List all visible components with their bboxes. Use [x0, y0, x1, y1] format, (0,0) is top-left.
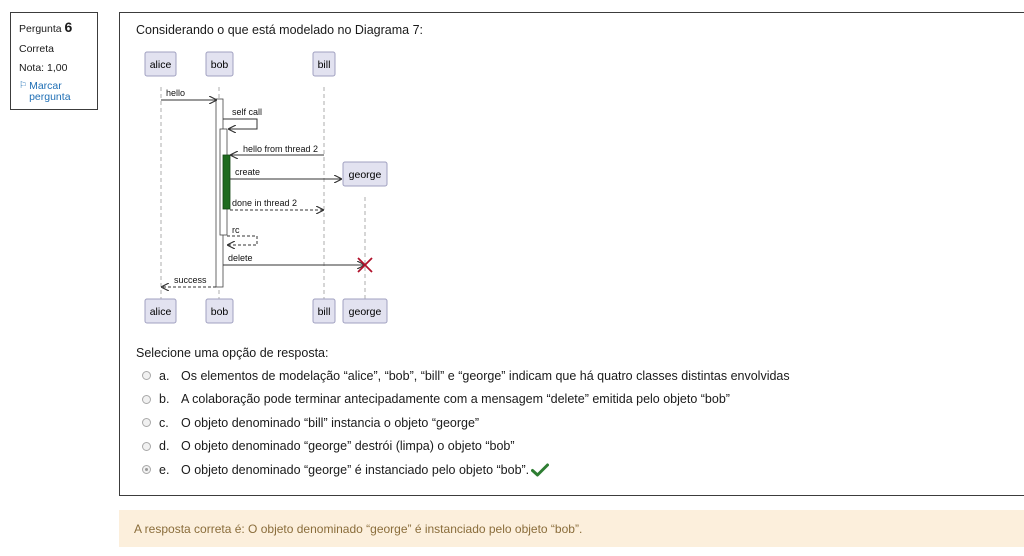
answer-option-b[interactable]: b. A colaboração pode terminar antecipad… — [142, 388, 790, 412]
option-text: Os elementos de modelação “alice”, “bob”… — [181, 368, 790, 383]
msg-hello-thread2-label: hello from thread 2 — [243, 144, 318, 154]
radio-c[interactable] — [142, 418, 151, 428]
flag-question-link[interactable]: ⚐ Marcar pergunta — [19, 79, 89, 104]
option-letter: d. — [159, 439, 170, 454]
participant-george-label: george — [349, 169, 382, 181]
option-letter: e. — [159, 462, 170, 477]
question-number: Pergunta 6 — [19, 19, 89, 37]
participant-bill-bottom-label: bill — [318, 306, 331, 318]
answer-option-a[interactable]: a. Os elementos de modelação “alice”, “b… — [142, 364, 790, 388]
answer-option-e[interactable]: e. O objeto denominado “george” é instan… — [142, 458, 790, 482]
participant-george-bottom: george — [342, 298, 388, 324]
participant-bill-top: bill — [312, 51, 336, 77]
question-panel: Considerando o que está modelado no Diag… — [119, 12, 1024, 496]
participant-bob-bottom-label: bob — [211, 306, 229, 318]
question-number-value: 6 — [64, 19, 73, 35]
participant-bob-bottom: bob — [205, 298, 234, 324]
activation-thread2 — [222, 154, 231, 210]
msg-done-thread2-label: done in thread 2 — [232, 198, 297, 208]
participant-alice-bottom: alice — [144, 298, 177, 324]
option-letter: a. — [159, 368, 170, 383]
answer-option-d[interactable]: d. O objeto denominado “george” destrói … — [142, 435, 790, 459]
msg-delete-label: delete — [228, 253, 253, 263]
msg-rc-label: rc — [232, 225, 240, 235]
participant-george-bottom-label: george — [349, 306, 382, 318]
answer-options: a. Os elementos de modelação “alice”, “b… — [142, 364, 790, 482]
correct-answer-feedback: A resposta correta é: O objeto denominad… — [119, 510, 1024, 547]
question-grade: Nota: 1,00 — [19, 61, 68, 74]
radio-a[interactable] — [142, 371, 151, 381]
radio-d[interactable] — [142, 441, 151, 451]
participant-alice-top: alice — [144, 51, 177, 77]
participant-alice-label: alice — [150, 59, 172, 71]
msg-self-call-arrow — [223, 118, 258, 129]
msg-self-call-label: self call — [232, 107, 262, 117]
option-text: O objeto denominado “george” destrói (li… — [181, 439, 515, 454]
question-text: Considerando o que está modelado no Diag… — [136, 23, 423, 37]
answer-prompt: Selecione uma opção de resposta: — [136, 346, 329, 360]
option-text: A colaboração pode terminar antecipadame… — [181, 392, 730, 407]
flag-icon: ⚐ — [19, 79, 28, 90]
answer-option-c[interactable]: c. O objeto denominado “bill” instancia … — [142, 411, 790, 435]
sequence-diagram: alice bob bill hello self call — [144, 51, 388, 324]
question-label: Pergunta — [19, 23, 62, 35]
radio-b[interactable] — [142, 394, 151, 404]
participant-bob-label: bob — [211, 59, 229, 71]
option-letter: b. — [159, 392, 170, 407]
correct-check-icon — [531, 463, 550, 477]
participant-bill-label: bill — [318, 59, 331, 71]
option-text: O objeto denominado “bill” instancia o o… — [181, 415, 480, 430]
msg-rc-arrow — [227, 235, 258, 245]
flag-question-label: Marcar pergunta — [29, 79, 71, 104]
msg-success-label: success — [174, 275, 207, 285]
option-text: O objeto denominado “george” é instancia… — [181, 462, 530, 477]
participant-bob-top: bob — [205, 51, 234, 77]
participant-bill-bottom: bill — [312, 298, 336, 324]
participant-george-created: george — [342, 161, 388, 187]
feedback-text: A resposta correta é: O objeto denominad… — [134, 521, 583, 536]
question-status: Correta — [19, 42, 55, 55]
radio-e[interactable] — [142, 465, 151, 475]
msg-hello-label: hello — [166, 88, 185, 98]
destroy-x-icon — [357, 257, 373, 273]
participant-alice-bottom-label: alice — [150, 306, 172, 318]
option-letter: c. — [159, 415, 169, 430]
msg-create-label: create — [235, 167, 260, 177]
question-info-panel: Pergunta 6 Correta Nota: 1,00 ⚐ Marcar p… — [10, 12, 98, 110]
